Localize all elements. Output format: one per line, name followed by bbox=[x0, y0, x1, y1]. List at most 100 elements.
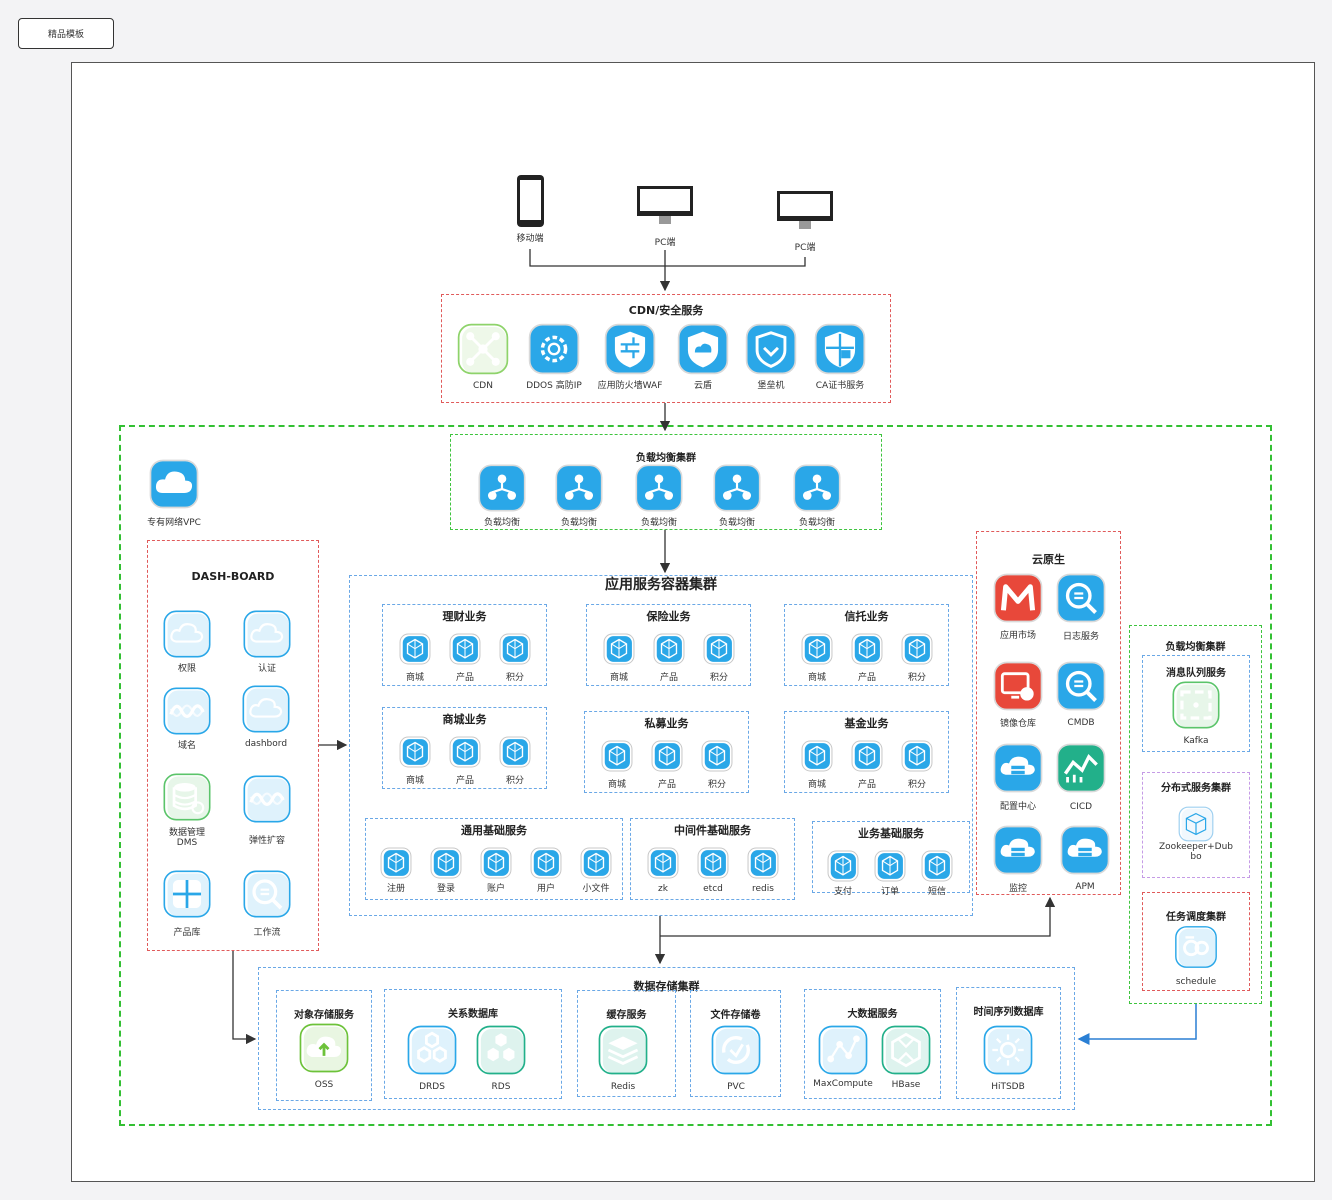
cloud-native-icon[interactable] bbox=[1053, 570, 1109, 626]
dashboard-item-icon[interactable] bbox=[160, 607, 214, 661]
cloud-native-icon[interactable] bbox=[990, 658, 1046, 714]
storage-service-icon[interactable] bbox=[708, 1022, 764, 1078]
container-service-icon[interactable] bbox=[652, 632, 686, 666]
container-service-icon[interactable] bbox=[529, 846, 563, 880]
cloud-native-label: 配置中心 bbox=[999, 802, 1036, 812]
container-service-icon[interactable] bbox=[826, 849, 860, 883]
storage-group-title: 文件存储卷 bbox=[710, 1010, 761, 1021]
cloud-native-label: 镜像仓库 bbox=[999, 719, 1036, 729]
container-service-icon[interactable] bbox=[920, 849, 954, 883]
container-service-icon[interactable] bbox=[646, 846, 680, 880]
container-service-label: 商城 bbox=[607, 780, 626, 790]
cdn-service-icon[interactable] bbox=[674, 320, 732, 378]
mq-title: 消息队列服务 bbox=[1166, 668, 1226, 679]
kafka-icon[interactable] bbox=[1169, 678, 1223, 732]
container-service-icon[interactable] bbox=[498, 735, 532, 769]
cloud-native-icon[interactable] bbox=[1053, 740, 1109, 796]
pc-device-icon[interactable] bbox=[636, 185, 694, 225]
container-service-icon[interactable] bbox=[379, 846, 413, 880]
container-service-icon[interactable] bbox=[579, 846, 613, 880]
pc-device-icon[interactable] bbox=[776, 190, 834, 230]
app-cluster-title: 应用服务容器集群 bbox=[605, 577, 717, 593]
cdn-service-icon[interactable] bbox=[742, 320, 800, 378]
container-service-icon[interactable] bbox=[850, 632, 884, 666]
business-group: 业务基础服务 bbox=[812, 821, 970, 893]
container-service-label: 产品 bbox=[857, 673, 876, 683]
storage-service-icon[interactable] bbox=[296, 1020, 352, 1076]
storage-service-icon[interactable] bbox=[878, 1022, 934, 1078]
cloud-native-icon[interactable] bbox=[990, 740, 1046, 796]
cloud-native-icon[interactable] bbox=[990, 822, 1046, 878]
cloud-native-label: APM bbox=[1075, 882, 1095, 892]
container-service-label: 积分 bbox=[709, 673, 728, 683]
storage-service-icon[interactable] bbox=[980, 1022, 1036, 1078]
container-service-icon[interactable] bbox=[900, 632, 934, 666]
container-service-icon[interactable] bbox=[479, 846, 513, 880]
cloud-native-label: 日志服务 bbox=[1062, 632, 1099, 642]
container-service-label: 登录 bbox=[436, 884, 455, 894]
dashboard-item-icon[interactable] bbox=[239, 682, 293, 736]
schedule-icon[interactable] bbox=[1172, 923, 1220, 971]
storage-group: 关系数据库 bbox=[384, 989, 562, 1099]
template-tag-label: 精品模板 bbox=[47, 30, 84, 40]
dashboard-item-icon[interactable] bbox=[240, 772, 294, 826]
zookeeper-icon[interactable] bbox=[1176, 804, 1216, 844]
vpc-container bbox=[119, 425, 1272, 1126]
container-service-icon[interactable] bbox=[696, 846, 730, 880]
container-service-icon[interactable] bbox=[398, 735, 432, 769]
container-service-icon[interactable] bbox=[850, 739, 884, 773]
storage-service-icon[interactable] bbox=[404, 1022, 460, 1078]
container-service-label: 积分 bbox=[505, 776, 524, 786]
container-service-icon[interactable] bbox=[650, 739, 684, 773]
container-service-label: etcd bbox=[703, 884, 723, 894]
storage-service-icon[interactable] bbox=[595, 1022, 651, 1078]
mobile-device-icon[interactable] bbox=[516, 174, 545, 228]
container-service-icon[interactable] bbox=[448, 735, 482, 769]
cdn-service-label: 堡垒机 bbox=[757, 381, 785, 391]
container-service-icon[interactable] bbox=[700, 739, 734, 773]
container-service-icon[interactable] bbox=[448, 632, 482, 666]
cloud-native-icon[interactable] bbox=[990, 570, 1046, 626]
container-service-icon[interactable] bbox=[900, 739, 934, 773]
business-group-title: 保险业务 bbox=[646, 610, 691, 623]
dashboard-item-label: 认证 bbox=[257, 664, 276, 674]
dashboard-item-icon[interactable] bbox=[240, 607, 294, 661]
cdn-service-icon[interactable] bbox=[454, 320, 512, 378]
container-service-icon[interactable] bbox=[800, 739, 834, 773]
container-service-icon[interactable] bbox=[702, 632, 736, 666]
cloud-native-icon[interactable] bbox=[1053, 658, 1109, 714]
dashboard-item-icon[interactable] bbox=[160, 684, 214, 738]
load-balancer-icon[interactable] bbox=[552, 461, 606, 515]
dashboard-item-icon[interactable] bbox=[160, 867, 214, 921]
storage-service-icon[interactable] bbox=[815, 1022, 871, 1078]
dashboard-item-icon[interactable] bbox=[240, 867, 294, 921]
storage-service-label: MaxCompute bbox=[813, 1079, 873, 1089]
vpc-cloud-icon[interactable] bbox=[146, 456, 202, 512]
container-service-icon[interactable] bbox=[873, 849, 907, 883]
load-balancer-icon[interactable] bbox=[710, 461, 764, 515]
container-service-icon[interactable] bbox=[498, 632, 532, 666]
cdn-service-icon[interactable] bbox=[811, 320, 869, 378]
load-balancer-icon[interactable] bbox=[632, 461, 686, 515]
container-service-label: 积分 bbox=[707, 780, 726, 790]
distributed-title: 分布式服务集群 bbox=[1161, 783, 1231, 794]
container-service-icon[interactable] bbox=[429, 846, 463, 880]
client-label: 移动端 bbox=[516, 234, 544, 244]
container-service-icon[interactable] bbox=[398, 632, 432, 666]
container-service-icon[interactable] bbox=[602, 632, 636, 666]
container-service-icon[interactable] bbox=[800, 632, 834, 666]
cdn-service-icon[interactable] bbox=[525, 320, 583, 378]
storage-service-icon[interactable] bbox=[473, 1022, 529, 1078]
load-balancer-icon[interactable] bbox=[790, 461, 844, 515]
load-balancer-icon[interactable] bbox=[475, 461, 529, 515]
cloud-native-icon[interactable] bbox=[1057, 822, 1113, 878]
dashboard-item-icon[interactable] bbox=[160, 770, 214, 824]
client-label: PC端 bbox=[654, 238, 676, 248]
container-service-icon[interactable] bbox=[746, 846, 780, 880]
container-service-label: 积分 bbox=[907, 780, 926, 790]
right-lb-title: 负载均衡集群 bbox=[1165, 642, 1226, 653]
cdn-service-icon[interactable] bbox=[601, 320, 659, 378]
container-service-icon[interactable] bbox=[600, 739, 634, 773]
cdn-service-label: 应用防火墙WAF bbox=[597, 381, 663, 391]
template-tag[interactable]: 精品模板 bbox=[18, 18, 114, 49]
